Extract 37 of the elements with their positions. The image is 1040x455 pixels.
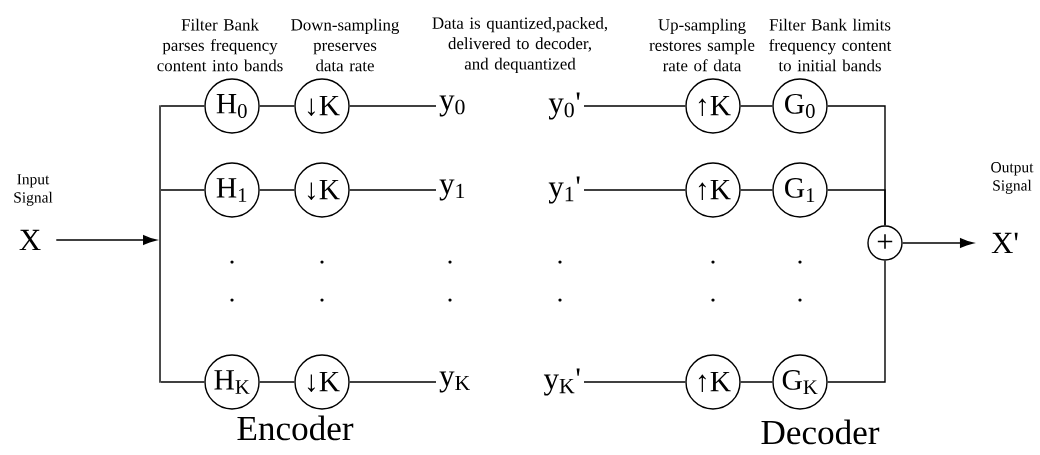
signal-label: y$_{1}$ <box>439 179 465 201</box>
connector-line <box>160 105 205 107</box>
connector-line <box>583 105 686 107</box>
connector-line <box>259 189 295 191</box>
section-title: Decoder <box>761 419 880 445</box>
connector-line <box>827 189 886 226</box>
column-heading: Filter Bank limits frequency content to initial bands <box>769 18 892 72</box>
column-heading: Filter Bank parses frequency content into bands <box>157 18 283 72</box>
connector-line <box>349 381 437 383</box>
section-title: Encoder <box>237 415 354 441</box>
arrow <box>55 235 157 245</box>
connector-line <box>349 189 437 191</box>
signal-label: y$_{K}$ <box>439 371 470 393</box>
signal-caption: Output Signal <box>991 162 1034 194</box>
connector-line <box>349 105 437 107</box>
connector-line <box>740 381 773 383</box>
signal-label: y$_{0}$ <box>439 95 465 117</box>
connector-line <box>740 189 773 191</box>
connector-line <box>259 105 295 107</box>
column-heading: Up-sampling restores sample rate of data <box>649 18 755 72</box>
signal-label: y$_{1}$' <box>548 176 580 204</box>
connector-line <box>160 381 205 383</box>
column-heading: Data is quantized,packed, delivered to decoder, and dequantized <box>432 16 607 74</box>
signal-label: y$_{K}$' <box>543 368 580 396</box>
connector-line <box>583 381 686 383</box>
column-heading: Down-sampling preserves data rate <box>291 18 400 72</box>
connector-line <box>160 189 205 191</box>
connector-line <box>259 381 295 383</box>
connector-line <box>740 105 773 107</box>
signal-label: y$_{0}$' <box>548 92 580 120</box>
signal-label: X' <box>991 232 1018 254</box>
signal-caption: Input Signal <box>14 174 53 206</box>
connector-line <box>583 189 686 191</box>
bus-line <box>159 105 161 383</box>
signal-label: X <box>19 229 41 251</box>
arrow <box>902 238 974 248</box>
connector-line <box>827 260 886 383</box>
